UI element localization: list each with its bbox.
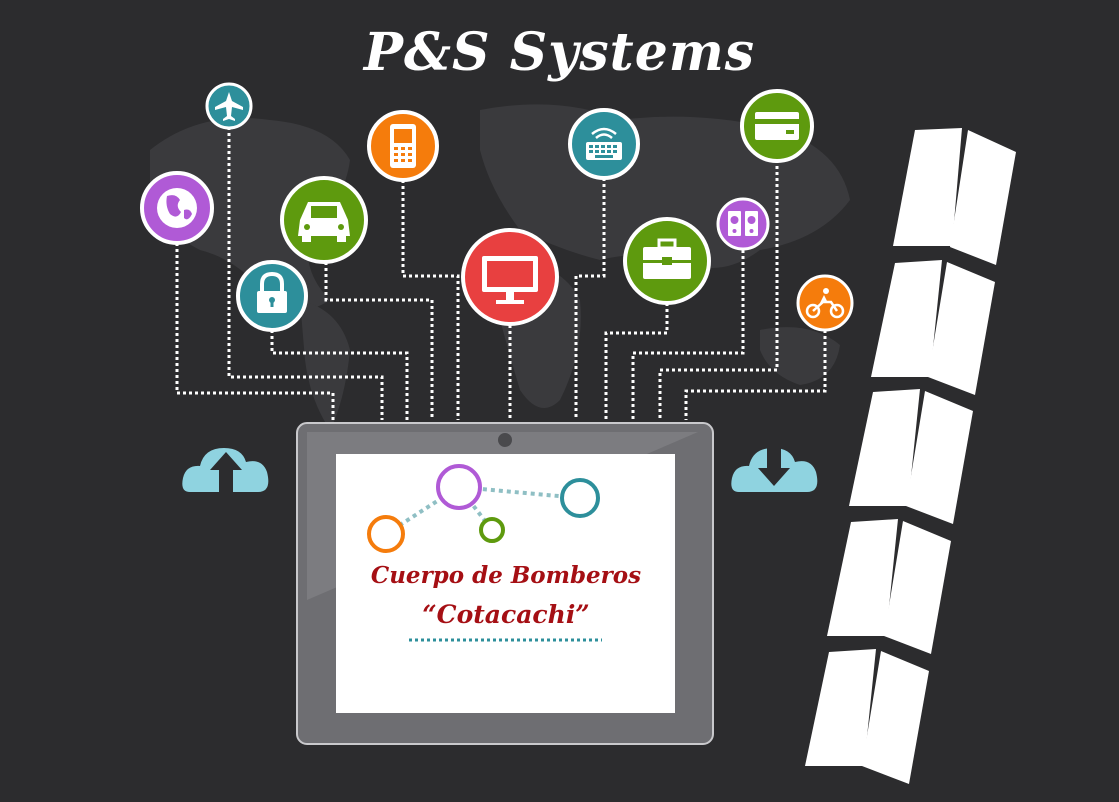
globe-icon bbox=[140, 171, 214, 245]
padlock-icon bbox=[236, 260, 308, 332]
motorcycle-icon bbox=[796, 274, 854, 332]
page-title: P&S Systems bbox=[363, 22, 756, 83]
dotted-connectors bbox=[175, 127, 827, 420]
tablet-screen bbox=[336, 454, 675, 713]
keyboard-icon bbox=[568, 108, 640, 180]
speakers-icon bbox=[716, 197, 770, 251]
briefcase-icon bbox=[623, 217, 711, 305]
car-icon bbox=[280, 176, 368, 264]
screen-network-graphic bbox=[367, 464, 602, 642]
cloud-upload-icon bbox=[182, 448, 269, 492]
organization-location: “Cotacachi” bbox=[422, 600, 590, 629]
tablet-device bbox=[296, 422, 714, 745]
organization-name: Cuerpo de Bomberos bbox=[370, 562, 642, 589]
cloud-download-icon bbox=[731, 446, 818, 492]
credit-card-icon bbox=[740, 89, 814, 163]
mobile-phone-icon bbox=[367, 110, 439, 182]
camera-dot bbox=[498, 433, 512, 447]
monitor-icon bbox=[461, 228, 559, 326]
tire-track-decoration bbox=[805, 128, 1016, 784]
airplane-icon bbox=[205, 82, 253, 130]
